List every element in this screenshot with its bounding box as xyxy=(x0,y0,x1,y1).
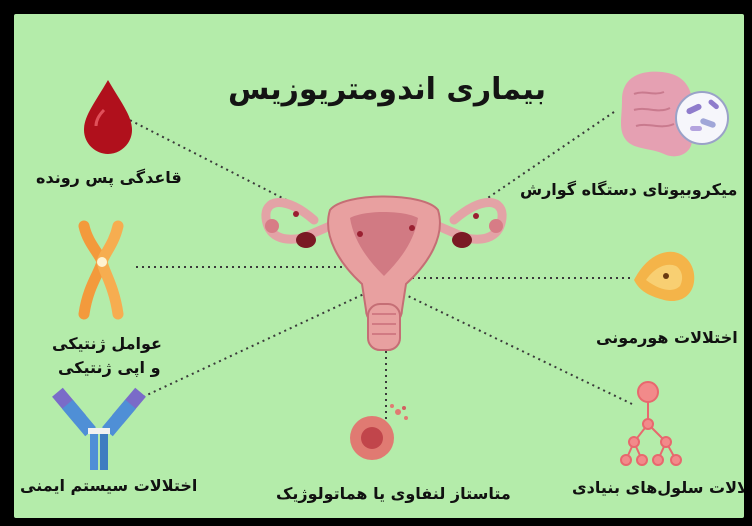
label-immune-disorders: اختلالات سیستم ایمنی xyxy=(20,476,197,495)
label-genetic-line2: و اپی ژنتیکی xyxy=(58,358,161,377)
microbe-icon xyxy=(676,92,728,144)
blood-drop-icon xyxy=(84,80,132,154)
gland-icon xyxy=(634,252,694,301)
diagram-panel: بیماری اندومتریوزیس قاعدگی پس رونده میکر… xyxy=(14,14,744,518)
lymph-cell-icon xyxy=(350,404,408,460)
chromosome-icon xyxy=(84,226,118,314)
connector-immune xyxy=(132,294,364,402)
label-hormonal-disorders: اختلالات هورمونی xyxy=(596,328,738,347)
label-metastasis: متاستاز لنفاوی یا هماتولوژیک xyxy=(276,484,511,503)
label-genetic-line1: عوامل ژنتیکی xyxy=(52,334,162,353)
label-gut-microbiota: میکروبیوتای دستگاه گوارش xyxy=(520,180,737,199)
uterus-icon xyxy=(265,197,503,351)
page-title: بیماری اندومتریوزیس xyxy=(222,72,552,107)
antibody-icon xyxy=(52,388,146,470)
connector-retrograde xyxy=(114,112,306,210)
stem-cell-tree-icon xyxy=(621,382,681,465)
connector-stem-cells xyxy=(408,296,632,404)
label-stem-cell-disorders: اختلالات سلول‌های بنیادی xyxy=(572,478,744,497)
label-retrograde-menstruation: قاعدگی پس رونده xyxy=(36,168,182,187)
